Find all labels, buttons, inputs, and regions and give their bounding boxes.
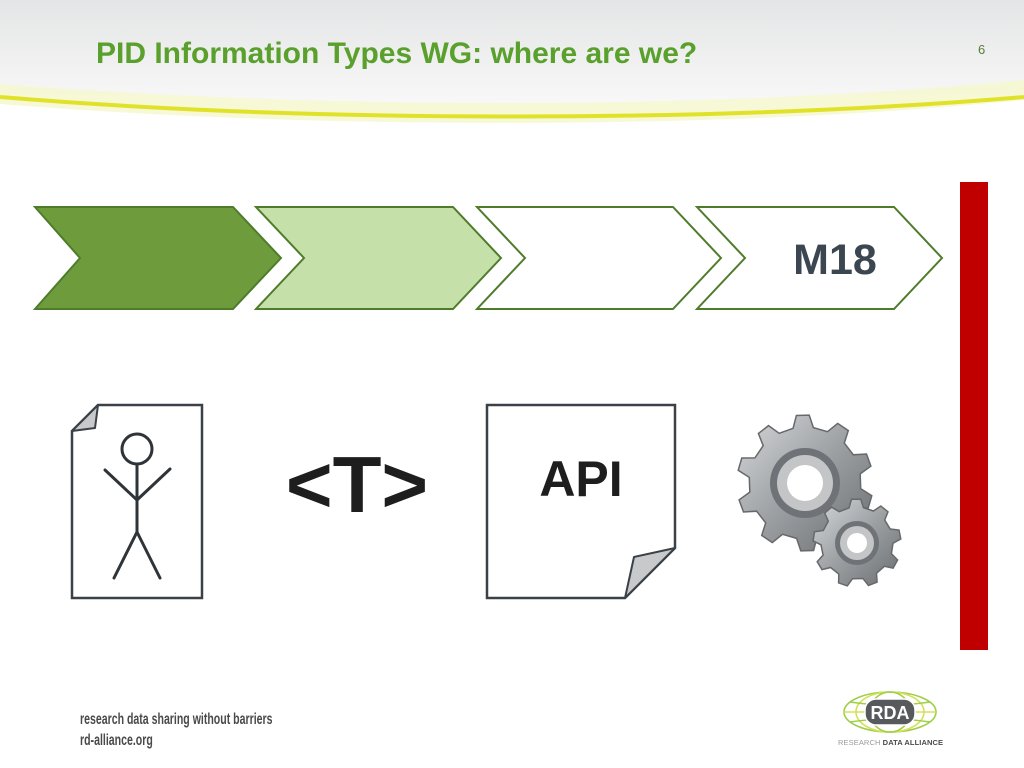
footer-tagline: research data sharing without barriers	[80, 711, 273, 728]
timeline-chevron-1	[32, 206, 283, 310]
timeline-chevron-2	[253, 206, 503, 310]
gears-icon	[737, 414, 902, 587]
page-number: 6	[978, 42, 986, 57]
milestone-label: M18	[793, 236, 877, 284]
person-document-icon	[70, 403, 204, 600]
large-gear-icon	[737, 414, 873, 552]
footer-url: rd-alliance.org	[80, 732, 153, 749]
logo-caption: RESEARCH DATA ALLIANCE	[838, 738, 944, 748]
timeline-chevron-3	[474, 206, 723, 310]
rda-logo: RDA	[843, 691, 937, 733]
deadline-bar	[960, 182, 988, 650]
slide-title: PID Information Types WG: where are we?	[96, 37, 698, 70]
api-label: API	[539, 451, 622, 507]
header-background	[0, 0, 1024, 140]
diagram-canvas: M18 <T> API	[32, 206, 944, 600]
small-gear-icon	[812, 498, 902, 587]
stick-figure-icon	[103, 432, 172, 580]
type-template-symbol: <T>	[286, 440, 428, 529]
timeline-chevron-4	[694, 206, 944, 310]
logo-caption-bold: DATA ALLIANCE	[882, 738, 944, 747]
header-swoosh	[0, 95, 1024, 119]
logo-text: RDA	[871, 703, 910, 723]
logo-caption-light: RESEARCH	[838, 738, 881, 747]
timeline: M18	[32, 206, 944, 310]
api-document-icon: API	[485, 403, 677, 600]
